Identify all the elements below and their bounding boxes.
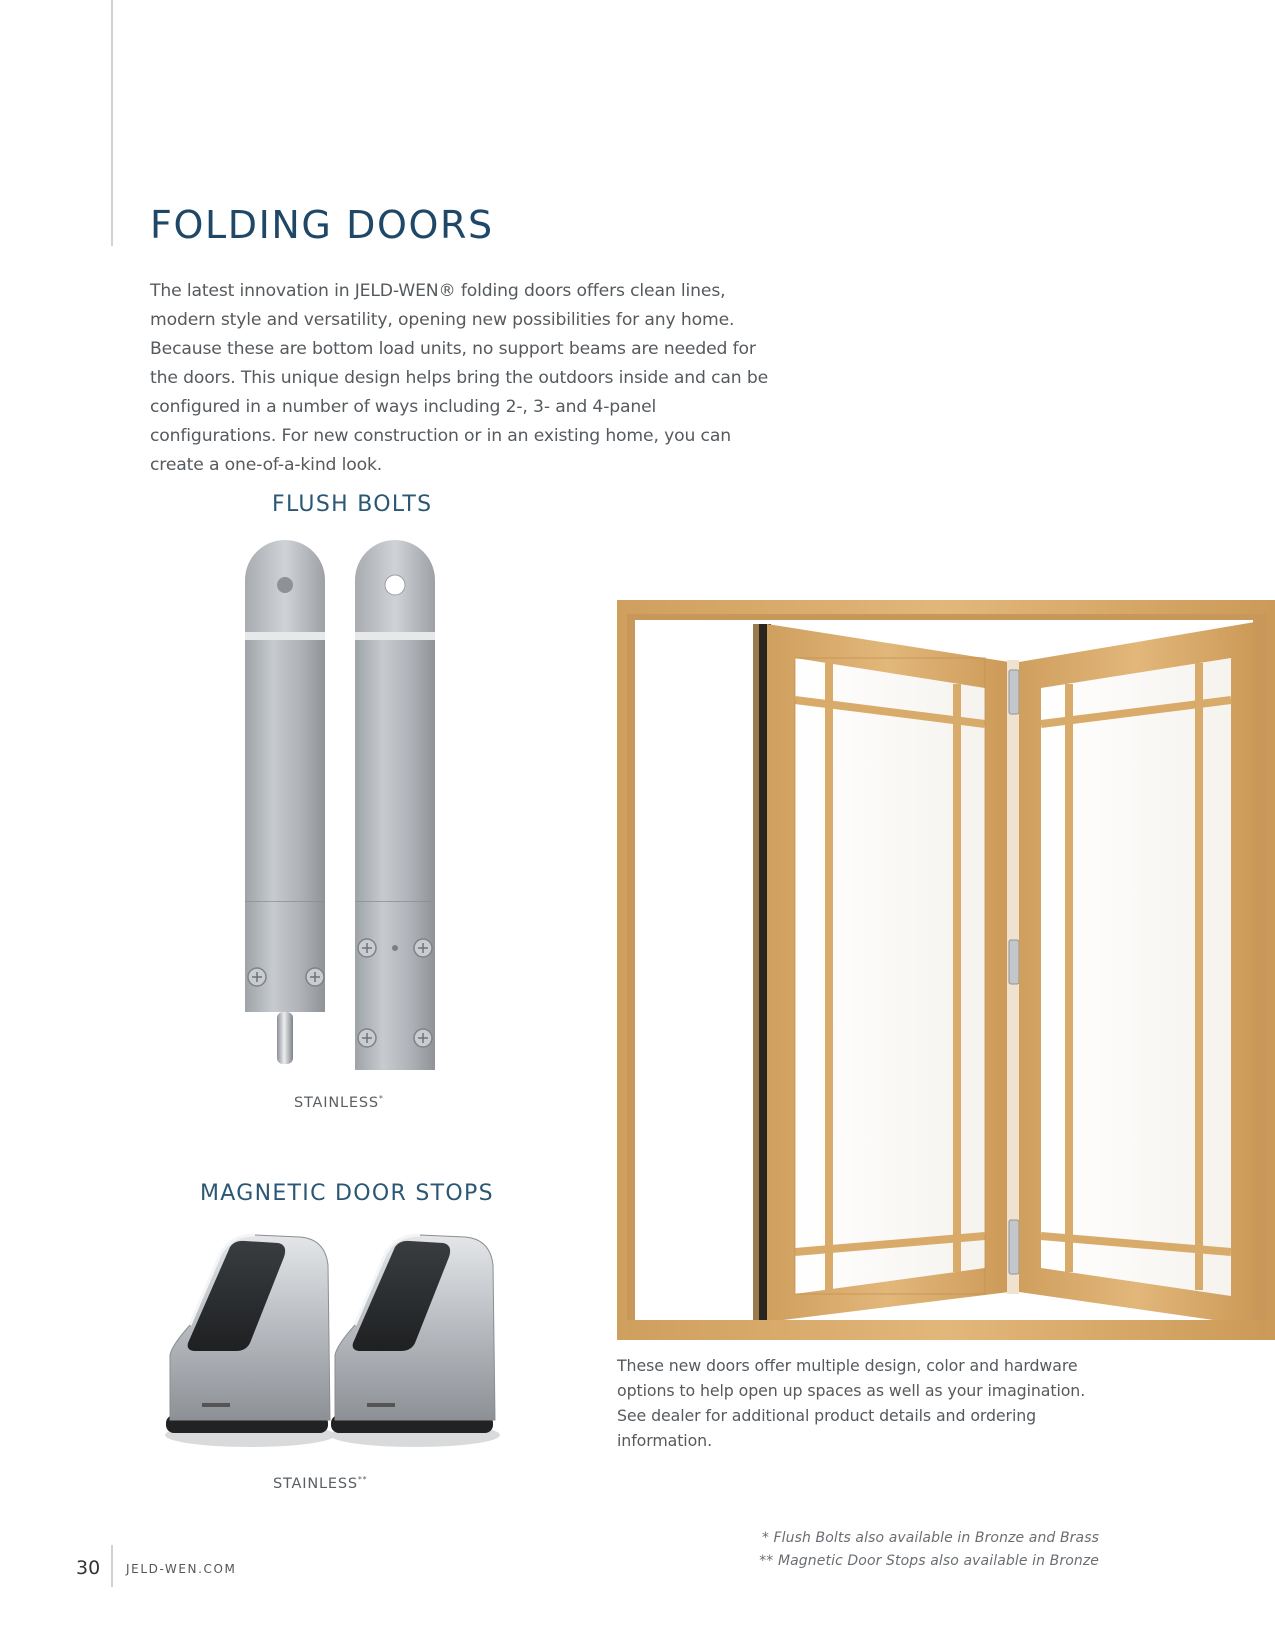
magnetic-stop-right [330,1233,500,1447]
intro-paragraph: The latest innovation in JELD-WEN® foldi… [150,281,769,475]
magnetic-stops-footnote-mark: ** [357,1475,368,1484]
magnetic-stops-image [165,1233,500,1447]
door-panel-right [1019,622,1255,1326]
page-title: FOLDING DOORS [150,203,494,247]
magnetic-stops-finish-label: STAINLESS [273,1475,358,1492]
door-hinges [1007,660,1020,1294]
folding-door-image [617,600,1275,1340]
magnetic-stops-finish-caption: STAINLESS** [273,1475,367,1492]
header-divider [111,0,113,246]
door-caption: These new doors offer multiple design, c… [617,1356,1086,1450]
magnetic-stops-heading: MAGNETIC DOOR STOPS [200,1181,494,1206]
footnote-flush-bolts: * Flush Bolts also available in Bronze a… [761,1530,1099,1546]
flush-bolts-footnote-mark: * [378,1094,384,1103]
flush-bolt-left [245,540,325,1064]
flush-bolts-finish-label: STAINLESS [294,1094,379,1111]
footer-divider [111,1545,113,1587]
magnetic-stop-left [165,1233,335,1447]
flush-bolts-heading: FLUSH BOLTS [272,492,433,517]
flush-bolts-image [245,540,435,1070]
flush-bolts-finish-caption: STAINLESS* [294,1094,384,1111]
website-link[interactable]: JELD-WEN.COM [126,1562,237,1576]
door-panel-left [767,624,1009,1322]
flush-bolt-right [355,540,435,1070]
page-number: 30 [76,1557,101,1579]
footnote-magnetic-stops: ** Magnetic Door Stops also available in… [759,1553,1099,1569]
